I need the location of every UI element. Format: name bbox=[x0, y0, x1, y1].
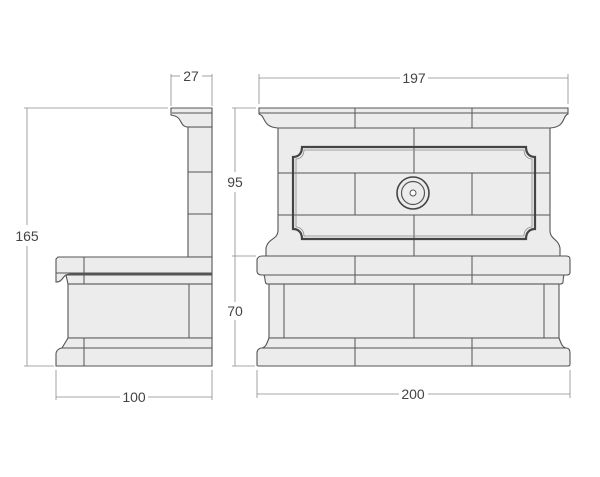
side-back-pillar bbox=[187, 126, 213, 258]
side-cornice bbox=[170, 107, 213, 128]
front-cornice bbox=[258, 107, 569, 129]
dim-top-width: 197 bbox=[402, 70, 426, 86]
side-basin-body bbox=[67, 283, 213, 339]
dim-lower-height: 70 bbox=[227, 303, 243, 319]
dim-base-depth: 100 bbox=[122, 389, 146, 405]
front-basin-rim bbox=[256, 255, 571, 276]
dim-total-height: 165 bbox=[15, 228, 39, 244]
front-view-dimensions: 197 95 70 200 bbox=[227, 70, 571, 402]
side-view bbox=[55, 107, 213, 367]
dim-top-depth: 27 bbox=[183, 68, 199, 84]
side-view-dimensions: 27 165 100 bbox=[15, 68, 213, 405]
side-basin-rim bbox=[55, 256, 213, 283]
recessed-panel bbox=[291, 145, 537, 241]
water-spout-rosette bbox=[396, 176, 430, 210]
front-view bbox=[256, 107, 571, 367]
front-plinth bbox=[256, 347, 571, 367]
dim-upper-height: 95 bbox=[227, 174, 243, 190]
dim-base-width: 200 bbox=[401, 386, 425, 402]
side-plinth bbox=[55, 347, 213, 367]
